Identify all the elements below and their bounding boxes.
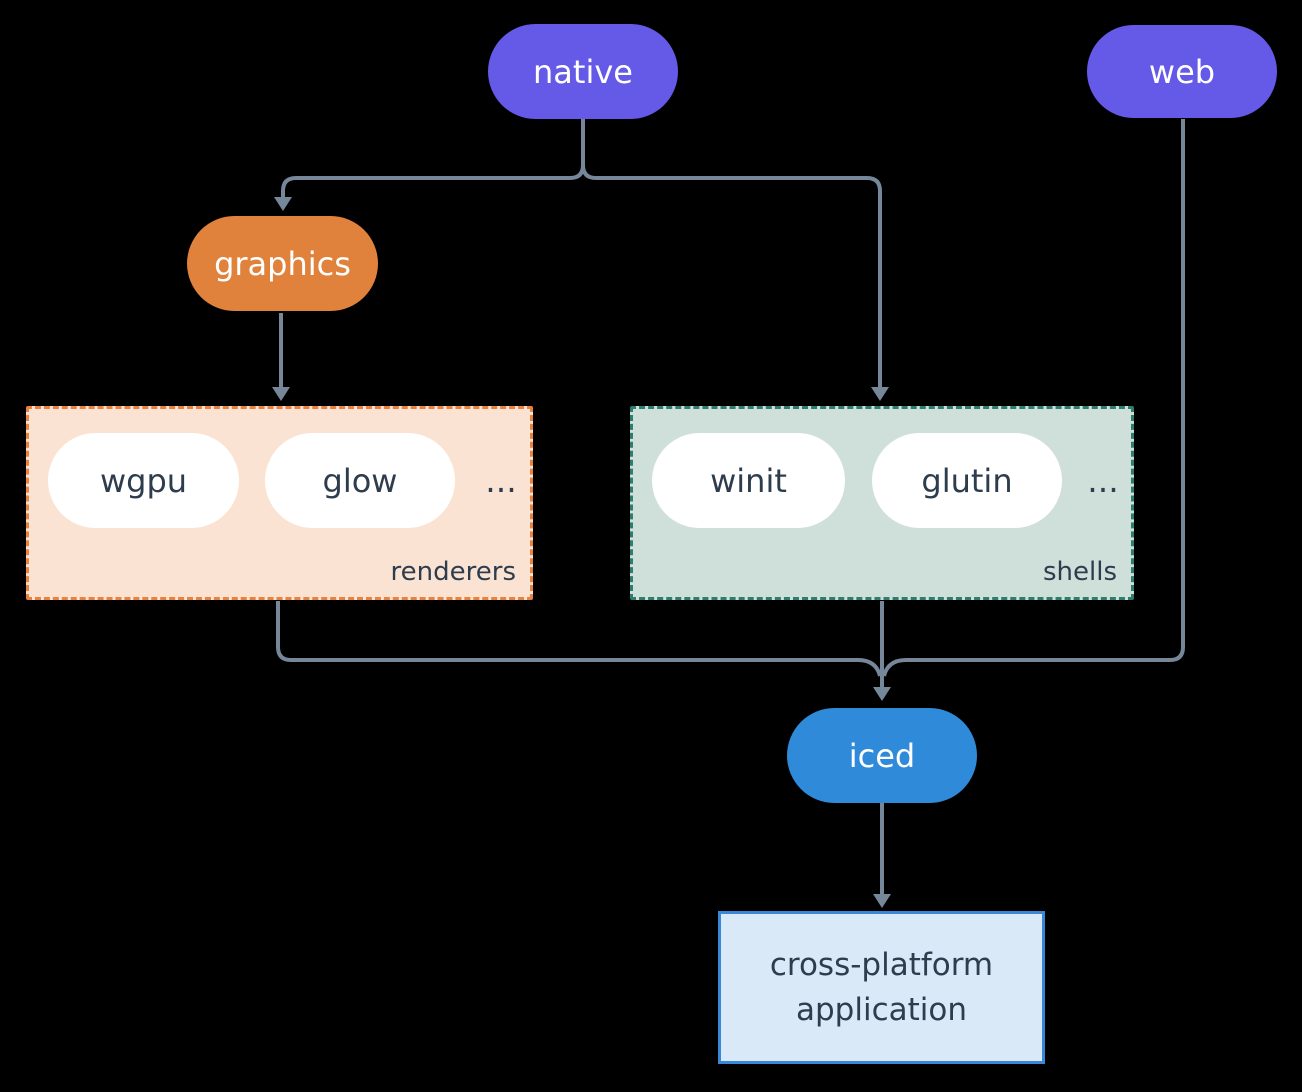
arrowhead-into-iced (873, 687, 891, 701)
shells-group-label: shells (1042, 557, 1117, 587)
edge-native-to-shells (581, 119, 882, 388)
node-graphics-label: graphics (214, 244, 351, 283)
node-cross-platform-application: cross-platform application (718, 911, 1045, 1064)
shells-ellipsis: ... (1087, 461, 1119, 500)
node-web: web (1087, 25, 1277, 118)
node-native-label: native (533, 52, 633, 91)
node-glow: glow (265, 433, 455, 528)
renderers-group-label: renderers (390, 557, 516, 587)
edge-renderers-to-junction (276, 601, 882, 677)
application-label: cross-platform application (769, 946, 994, 1028)
node-iced-label: iced (848, 736, 916, 775)
arrowhead-into-renderers (272, 387, 290, 401)
node-native: native (488, 24, 678, 119)
arrowhead-into-shells (871, 387, 889, 401)
node-wgpu-label: wgpu (99, 461, 188, 500)
node-graphics: graphics (187, 216, 378, 311)
edge-web-to-junction (882, 119, 1185, 677)
node-glutin-label: glutin (921, 461, 1013, 500)
renderers-ellipsis: ... (485, 461, 517, 500)
edge-native-to-graphics (281, 119, 585, 198)
group-renderers: wgpu glow ... renderers (26, 406, 533, 600)
node-winit: winit (652, 433, 845, 528)
node-wgpu: wgpu (48, 433, 239, 528)
node-winit-label: winit (710, 461, 787, 500)
node-glutin: glutin (872, 433, 1062, 528)
node-glow-label: glow (322, 461, 398, 500)
node-iced: iced (787, 708, 977, 803)
node-web-label: web (1148, 52, 1216, 91)
arrowhead-into-graphics (274, 197, 292, 211)
group-shells: winit glutin ... shells (630, 406, 1134, 600)
arrowhead-into-application (873, 894, 891, 908)
